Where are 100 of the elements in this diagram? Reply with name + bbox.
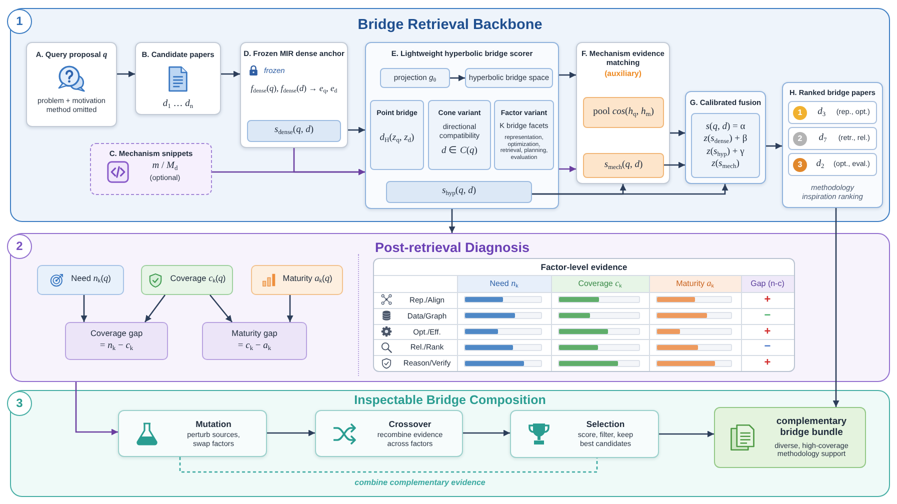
formula: d$_{3}$ <box>818 106 826 118</box>
step-number-badge: 2 <box>7 234 32 259</box>
arrow <box>117 70 135 78</box>
formula: s(q, d) = α z(s$_{dense}$) + β z(s$_{hyp}$) + γ z(s$_{mech}$) <box>702 120 748 170</box>
formula: d$_{1}$ … d$_{n}$ <box>162 99 194 110</box>
formula: d$_{H}$(z$_{q}$, z$_{d}$) <box>380 133 414 145</box>
arrow <box>559 166 576 172</box>
formula: pool cos(h$_{q}$, h$_{m}$) <box>593 106 654 118</box>
column-header: Maturity a$_{k}$ <box>649 275 741 292</box>
box-title: Selection <box>586 419 625 430</box>
arrow <box>670 130 685 136</box>
formula: s$_{dense}$(q, d) <box>274 125 314 137</box>
variant-card <box>370 100 424 170</box>
evidence-table <box>373 258 795 372</box>
arrow <box>463 430 510 436</box>
table-title: Factor-level evidence <box>540 262 628 272</box>
score-box <box>247 120 341 142</box>
box-title: Coverage c$_{k}$(q) <box>170 274 226 286</box>
arrow <box>450 74 465 82</box>
arrow <box>75 382 118 436</box>
score-box <box>583 97 664 128</box>
arrow <box>832 208 840 407</box>
arrow <box>293 148 365 176</box>
arrow <box>766 142 782 150</box>
step-number-badge: 1 <box>7 9 32 34</box>
arrow <box>664 162 685 168</box>
formula: m / M$_{d}$ <box>152 161 178 173</box>
column-header: Gap (n-c) <box>741 275 794 292</box>
step-card <box>118 410 267 457</box>
metric-card <box>251 265 343 295</box>
step-card <box>510 410 659 458</box>
metric-card <box>141 265 233 295</box>
edge-label: combine complementary evidence <box>352 478 488 488</box>
process-card <box>240 42 348 148</box>
formula: = n$_{k}$ − c$_{k}$ <box>100 341 134 353</box>
arrow <box>221 70 240 78</box>
box-title: Maturity gap <box>232 329 278 340</box>
process-card <box>685 91 766 184</box>
formula: s$_{mech}$(q, d) <box>604 160 643 172</box>
process-box <box>465 68 553 88</box>
arrow <box>559 72 576 78</box>
gap-card <box>65 322 168 360</box>
gap-sign: − <box>764 340 771 354</box>
ranking-card <box>782 82 883 208</box>
formula-box <box>691 113 760 178</box>
gap-card <box>202 322 307 360</box>
process-card <box>26 42 117 127</box>
formula: s$_{hyp}$(q, d) <box>442 186 476 198</box>
step-card <box>315 410 463 457</box>
process-box <box>380 68 450 88</box>
box-title: Maturity a$_{k}$(q) <box>282 274 332 286</box>
variant-card <box>428 100 491 170</box>
dashed-connector <box>179 457 598 473</box>
arrow <box>286 295 294 322</box>
rank-row <box>788 127 877 150</box>
metric-card <box>37 265 124 295</box>
section-title: Bridge Retrieval Backbone <box>358 17 542 34</box>
column-header: Need n$_{k}$ <box>457 275 551 292</box>
arrow <box>659 430 714 438</box>
section-title: Post-retrieval Diagnosis <box>375 240 530 256</box>
formula: f$_{dense}$(q), f$_{dense}$(d) → e$_{q}$, e$_{d}$ <box>250 83 338 94</box>
stage-panel <box>10 8 890 222</box>
box-title: Mutation <box>196 418 232 429</box>
score-box <box>583 153 664 178</box>
process-card <box>576 42 670 184</box>
process-card <box>90 143 212 195</box>
column-header: Coverage c$_{k}$ <box>551 275 649 292</box>
box-title: complementary bridge bundle <box>775 416 848 439</box>
step-number-badge: 3 <box>7 391 32 416</box>
rank-row <box>788 153 877 176</box>
score-box <box>386 181 532 203</box>
stage-panel <box>10 233 890 382</box>
rank-medal: 2 <box>793 132 807 146</box>
gap-sign: + <box>764 356 771 370</box>
box-title: Coverage gap <box>90 329 143 340</box>
arrow <box>80 295 88 322</box>
box-title: Crossover <box>388 418 432 429</box>
gap-sign: + <box>764 293 771 306</box>
formula: = c$_{k}$ − a$_{k}$ <box>238 341 272 353</box>
arrow <box>267 430 315 436</box>
arrow <box>532 184 728 195</box>
formula: d$_{7}$ <box>818 132 827 144</box>
result-card <box>714 407 866 468</box>
arrow <box>210 294 232 322</box>
box-title: Need n$_{k}$(q) <box>71 274 111 286</box>
process-card <box>135 42 221 115</box>
rank-medal: 3 <box>793 158 807 172</box>
gap-sign: − <box>764 309 771 322</box>
stage-panel <box>10 390 890 497</box>
arrow <box>448 209 456 233</box>
rank-row <box>788 101 877 124</box>
section-title: Inspectable Bridge Composition <box>354 393 546 408</box>
arrow <box>144 294 166 322</box>
process-card <box>365 42 559 209</box>
arrow <box>348 126 365 134</box>
gap-sign: + <box>764 324 771 338</box>
rank-medal: 1 <box>793 106 807 120</box>
formula: d ∈ C(q) <box>442 146 478 158</box>
variant-card <box>494 100 554 170</box>
formula: d$_{2}$ <box>816 158 824 170</box>
